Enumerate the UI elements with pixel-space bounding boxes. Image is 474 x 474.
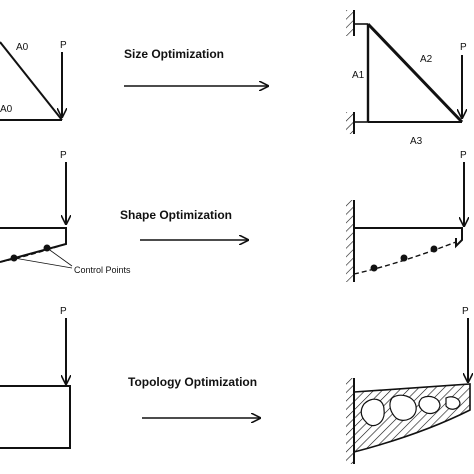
void-hole: [360, 398, 385, 427]
load-label: P: [60, 40, 67, 51]
control-point: [400, 254, 408, 262]
beam-outline: [0, 227, 67, 263]
load-label: P: [60, 306, 67, 317]
topology-optimization-title: Topology Optimization: [128, 375, 257, 389]
size-row: A0 A0 P Size Optimization A1 A2 A3 P: [0, 10, 467, 147]
shape-initial-beam: P Control Points: [0, 150, 131, 275]
wall-hatch-bottom: [346, 112, 354, 134]
void-hole: [418, 395, 441, 415]
topology-initial-domain: P: [0, 306, 71, 449]
wall-hatch: [346, 378, 354, 464]
size-optimized-truss: A1 A2 A3 P: [346, 10, 467, 147]
size-optimization-title: Size Optimization: [124, 47, 224, 61]
void-hole: [389, 394, 417, 421]
load-label: P: [60, 150, 67, 161]
wall-hatch: [346, 200, 354, 282]
shape-optimized-beam: P: [346, 150, 467, 282]
void-hole: [445, 396, 461, 410]
control-points-label: Control Points: [74, 265, 131, 275]
shape-optimization-title: Shape Optimization: [120, 208, 232, 222]
leader-line: [46, 247, 73, 267]
design-domain: [0, 385, 71, 449]
size-initial-truss: A0 A0 P: [0, 40, 67, 121]
topology-optimized-structure: P: [346, 306, 470, 464]
optimized-curve: [353, 241, 457, 275]
leader-line: [13, 257, 73, 269]
label-a3: A3: [410, 136, 423, 147]
shape-row: P Control Points Shape Optimization P: [0, 150, 467, 282]
load-label-right: P: [462, 306, 469, 317]
label-a0-bottom: A0: [0, 104, 13, 115]
label-a1: A1: [352, 70, 365, 81]
label-a2: A2: [420, 54, 433, 65]
load-label-right: P: [460, 150, 467, 161]
label-a0-top: A0: [16, 42, 29, 53]
load-label-right: P: [460, 42, 467, 53]
topology-row: P Topology Optimization P: [0, 306, 470, 464]
control-point: [370, 264, 378, 272]
truss-member-diagonal: [0, 41, 63, 121]
control-point: [430, 245, 438, 253]
wall-hatch-top: [346, 10, 354, 36]
truss-member-a2: [366, 22, 464, 124]
beam-outline: [354, 227, 463, 249]
